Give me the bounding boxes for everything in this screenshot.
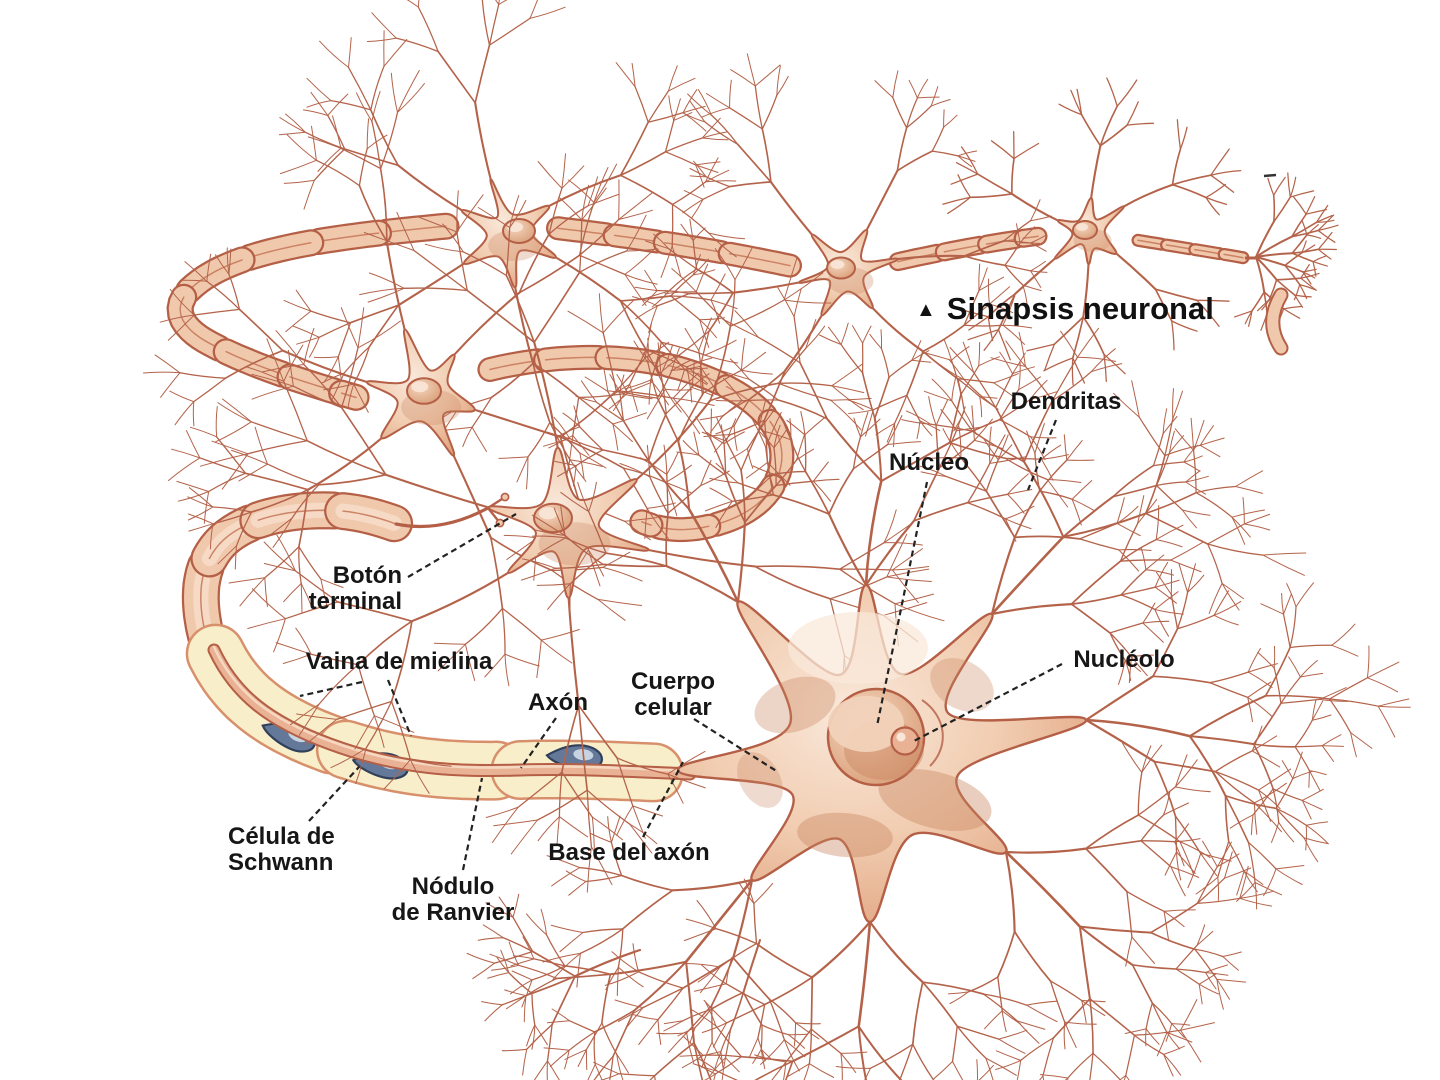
chain-lower-left xyxy=(181,491,414,658)
neuron-b-nucleus xyxy=(826,256,856,280)
large-neuron-dendrites xyxy=(466,286,1411,1080)
neuron-cells xyxy=(143,0,1242,893)
neuron-d-dendrites xyxy=(143,70,715,687)
leader-line-vaina-de-mielina xyxy=(386,679,413,737)
leader-line-axon xyxy=(520,717,557,769)
nucleus xyxy=(826,687,944,787)
leader-lines xyxy=(299,419,1063,871)
neuron-a-nucleus xyxy=(502,218,536,244)
neuron-c-dendrites xyxy=(942,77,1242,386)
figure-title-text: Sinapsis neuronal xyxy=(946,291,1214,326)
triangle-marker-icon: ▲ xyxy=(916,298,936,321)
figure-title: ▲ Sinapsis neuronal xyxy=(916,291,1214,327)
leader-line-vaina-de-mielina xyxy=(299,680,363,698)
myelin-sheath-detail xyxy=(185,623,697,803)
neuron-e-dendrites xyxy=(199,184,945,893)
chain-left-loop xyxy=(166,212,460,411)
leader-line-dendritas xyxy=(1026,419,1058,491)
leader-line-base-del-axon xyxy=(642,761,684,838)
leader-line-nucleolo xyxy=(911,663,1063,743)
chain-d-e-loop xyxy=(477,344,795,543)
neuron-c-nucleus xyxy=(1072,220,1098,240)
leader-line-boton-terminal xyxy=(407,513,517,578)
large-neuron xyxy=(466,286,1411,1080)
leader-line-nucleo xyxy=(875,481,929,727)
neuron-d-nucleus xyxy=(406,377,442,405)
neuron-e-nucleus xyxy=(533,502,573,534)
chain-a-b xyxy=(546,216,802,278)
neuron-d xyxy=(143,70,715,687)
chain-c-terminal xyxy=(1131,233,1250,265)
neuron-c xyxy=(942,77,1242,386)
leader-line-nodulo-de-ranvier xyxy=(461,777,484,871)
neuron-b xyxy=(632,53,1052,489)
leader-line-celula-de-schwann xyxy=(308,766,360,822)
synapse-terminal-arbor xyxy=(1233,172,1339,356)
leader-line-cuerpo-celular xyxy=(693,718,779,773)
nucleolus xyxy=(890,726,920,756)
neuron-a-dendrites xyxy=(278,0,746,494)
axon-fiber xyxy=(207,643,697,781)
